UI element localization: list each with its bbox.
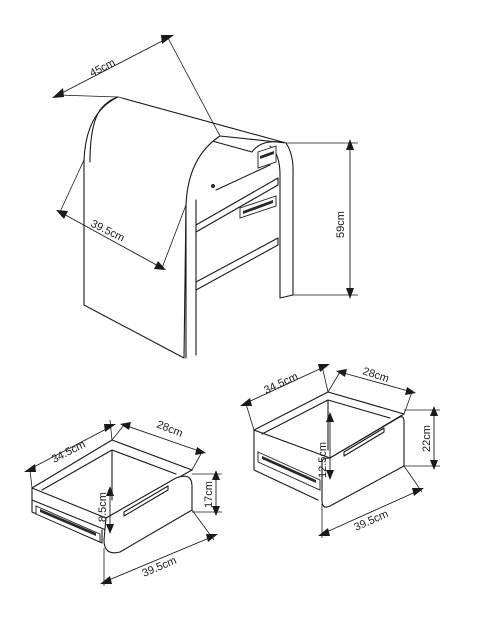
- cabinet-height-label: 59cm: [335, 211, 347, 238]
- drawer-large-inner-height-label: 12.5cm: [317, 442, 329, 478]
- cabinet-back-edge: [215, 164, 271, 191]
- drawer-large-handle-slot: [343, 427, 385, 457]
- drawer-large-front-panel: [321, 416, 405, 508]
- drawer-small-outer-height-label: 17cm: [203, 481, 215, 508]
- drawer-small-front-width-dimension: [100, 509, 218, 586]
- drawer-large-outer-height-label: 22cm: [421, 425, 433, 452]
- cabinet-width-label: 45cm: [88, 57, 117, 80]
- drawer-small-depth-dimension: [111, 422, 206, 471]
- drawer-small-rail: [35, 505, 101, 543]
- bedside-cabinet: 45cm 39.5cm 59cm: [52, 35, 358, 359]
- drawer-large-depth-dimension: [327, 369, 416, 415]
- cabinet-shelf-lower: [195, 237, 279, 291]
- cabinet-width-dimension: [52, 35, 221, 137]
- drawer-large-inner-height-dimension: [326, 412, 334, 480]
- drawer-small-depth-label: 28cm: [155, 419, 184, 440]
- cabinet-height-dimension: [286, 139, 358, 299]
- cabinet-left-panel-inner-edge: [89, 109, 101, 163]
- drawer-large-width-dimension: [240, 364, 330, 431]
- drawer-small-outer-height-dimension: [192, 470, 222, 516]
- drawer-large: 34.5cm 28cm 12.5cm 22cm: [240, 364, 440, 538]
- drawer-large-back-wall: [253, 429, 319, 501]
- drawer-small: 34.5cm 28cm 8.5cm 17cm: [24, 419, 222, 586]
- drawer-large-rail: [257, 451, 321, 491]
- cabinet-drawer-rail-upper: [211, 145, 277, 188]
- drawer-small-inner-height-label: 8.5cm: [97, 492, 109, 522]
- drawer-large-front-width-dimension: [318, 465, 424, 538]
- cabinet-shelf-upper: [195, 177, 279, 233]
- drawer-large-outer-height-dimension: [404, 406, 440, 470]
- drawer-small-handle-slot: [123, 485, 169, 517]
- drawer-large-width-label: 34.5cm: [262, 371, 300, 397]
- cabinet-front-top-edge: [219, 135, 287, 144]
- cabinet-right-panel: [269, 142, 294, 299]
- drawer-small-inner-height-dimension: [106, 486, 114, 534]
- cabinet-depth-dimension: [56, 159, 187, 270]
- drawer-small-width-dimension: [24, 419, 116, 489]
- cabinet-drawer-rail-lower: [239, 195, 277, 219]
